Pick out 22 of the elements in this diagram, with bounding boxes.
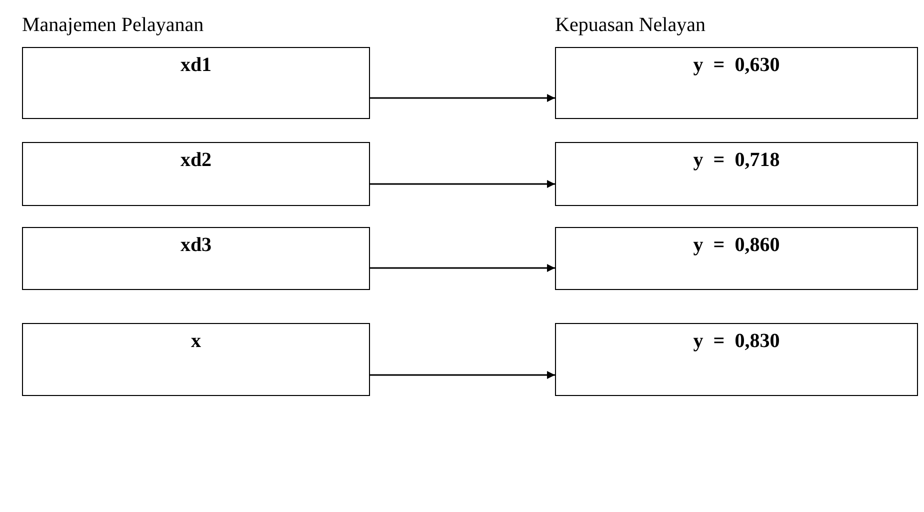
process-box	[555, 142, 918, 206]
node-text: y = 0,630	[692, 54, 781, 77]
arrow	[370, 180, 555, 188]
process-box	[555, 227, 918, 290]
process-box	[555, 47, 918, 119]
node-text: y = 0,860	[692, 234, 781, 257]
node-text: xd1	[179, 54, 213, 77]
column-heading: Manajemen Pelayanan	[22, 14, 204, 37]
node-text: y = 0,830	[692, 330, 781, 353]
node-text: xd2	[179, 149, 213, 172]
process-box	[555, 323, 918, 396]
arrow	[370, 371, 555, 379]
node-text: x	[190, 330, 202, 353]
arrow	[370, 264, 555, 272]
arrow	[370, 94, 555, 102]
node-text: y = 0,718	[692, 149, 781, 172]
process-box	[22, 227, 370, 290]
column-heading: Kepuasan Nelayan	[555, 14, 706, 37]
process-box	[22, 47, 370, 119]
process-box	[22, 323, 370, 396]
node-text: xd3	[179, 234, 213, 257]
process-box	[22, 142, 370, 206]
